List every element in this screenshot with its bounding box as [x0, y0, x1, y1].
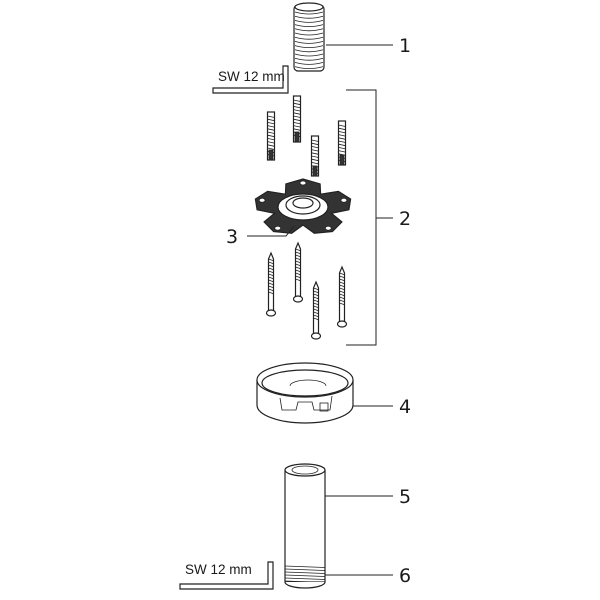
hex-key-bottom [179, 561, 274, 590]
wrench-bottom-label: SW 12 mm [185, 562, 252, 577]
part-threaded-connector [293, 2, 325, 72]
screw-group [265, 241, 348, 340]
screw-2 [292, 241, 304, 303]
dowel-2 [292, 95, 302, 143]
screw-1 [265, 251, 277, 317]
screw-4 [336, 265, 348, 328]
label-1: 1 [399, 35, 411, 57]
dowel-3 [310, 135, 320, 177]
label-2: 2 [399, 208, 411, 230]
label-6: 6 [399, 565, 411, 587]
part-cover-rosette [256, 362, 354, 424]
wrench-top-label: SW 12 mm [218, 69, 285, 84]
dowel-4 [337, 120, 347, 166]
label-4: 4 [399, 396, 411, 418]
label-3: 3 [226, 226, 238, 248]
screw-3 [310, 280, 322, 340]
leader-line-3 [247, 225, 295, 237]
label-5: 5 [399, 486, 411, 508]
part-mounting-flange [254, 178, 352, 234]
dowel-1 [266, 111, 276, 161]
hex-key-top [212, 65, 289, 94]
dowel-group [266, 95, 347, 177]
bracket-2 [346, 89, 377, 346]
part-extension-pipe [284, 463, 326, 589]
